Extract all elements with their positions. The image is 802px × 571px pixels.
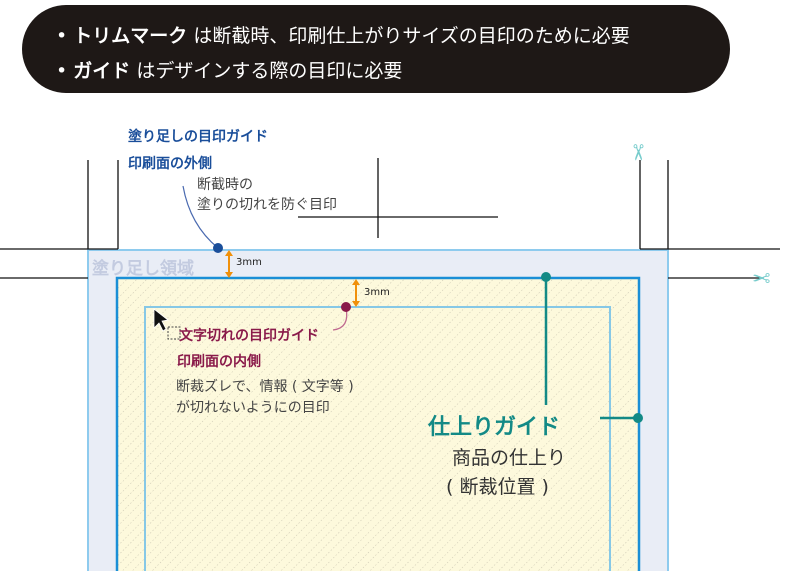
cursor-icon xyxy=(153,308,169,332)
guide-desc: はデザインする際の目印に必要 xyxy=(130,60,403,82)
banner-line-1: • トリムマーク は断截時、印刷仕上がりサイズの目印のために必要 xyxy=(56,21,630,48)
safe-desc-2: が切れないようにの目印 xyxy=(176,400,330,416)
bleed-guide-title: 塗り足しの目印ガイド xyxy=(128,129,268,145)
scissors-icon: ✂ xyxy=(624,143,650,162)
trim-area xyxy=(115,276,641,571)
term-guide: ガイド xyxy=(73,60,131,82)
bleed-leader xyxy=(182,185,219,249)
bleed-area-label: 塗り足し領域 xyxy=(92,259,194,279)
bleed-desc-2: 塗りの切れを防ぐ目印 xyxy=(197,197,337,213)
trim-desc-1: 商品の仕上り xyxy=(452,447,567,469)
trim-desc-2: ( 断裁位置 ) xyxy=(446,476,549,498)
safe-dot xyxy=(341,302,351,312)
bleed-measure-label: 3mm xyxy=(236,257,262,268)
safe-guide-sub: 印刷面の内側 xyxy=(177,354,261,370)
safe-guide-title: 文字切れの目印ガイド xyxy=(179,328,319,344)
info-banner: • トリムマーク は断截時、印刷仕上がりサイズの目印のために必要 • ガイド は… xyxy=(22,5,730,93)
bleed-guide-sub: 印刷面の外側 xyxy=(128,156,212,172)
safe-area-guide xyxy=(144,306,611,571)
safe-measure-label: 3mm xyxy=(364,287,390,298)
selection-handle xyxy=(167,326,181,340)
trim-guide-title: 仕上りガイド xyxy=(428,415,561,440)
term-trim-mark: トリムマーク xyxy=(73,25,188,47)
bleed-dot xyxy=(213,243,223,253)
trim-leaders xyxy=(541,272,643,423)
trim-marks xyxy=(0,158,780,279)
safe-desc-1: 断裁ズレで、情報 ( 文字等 ) xyxy=(176,379,354,395)
scissors-icon: ✂ xyxy=(752,264,771,289)
banner-line-2: • ガイド はデザインする際の目印に必要 xyxy=(56,56,402,83)
bullet: • xyxy=(56,25,68,47)
bleed-measure-arrow xyxy=(225,250,360,307)
trim-mark-desc: は断截時、印刷仕上がりサイズの目印のために必要 xyxy=(187,25,630,47)
bleed-desc-1: 断截時の xyxy=(197,177,253,193)
bullet: • xyxy=(56,60,68,82)
